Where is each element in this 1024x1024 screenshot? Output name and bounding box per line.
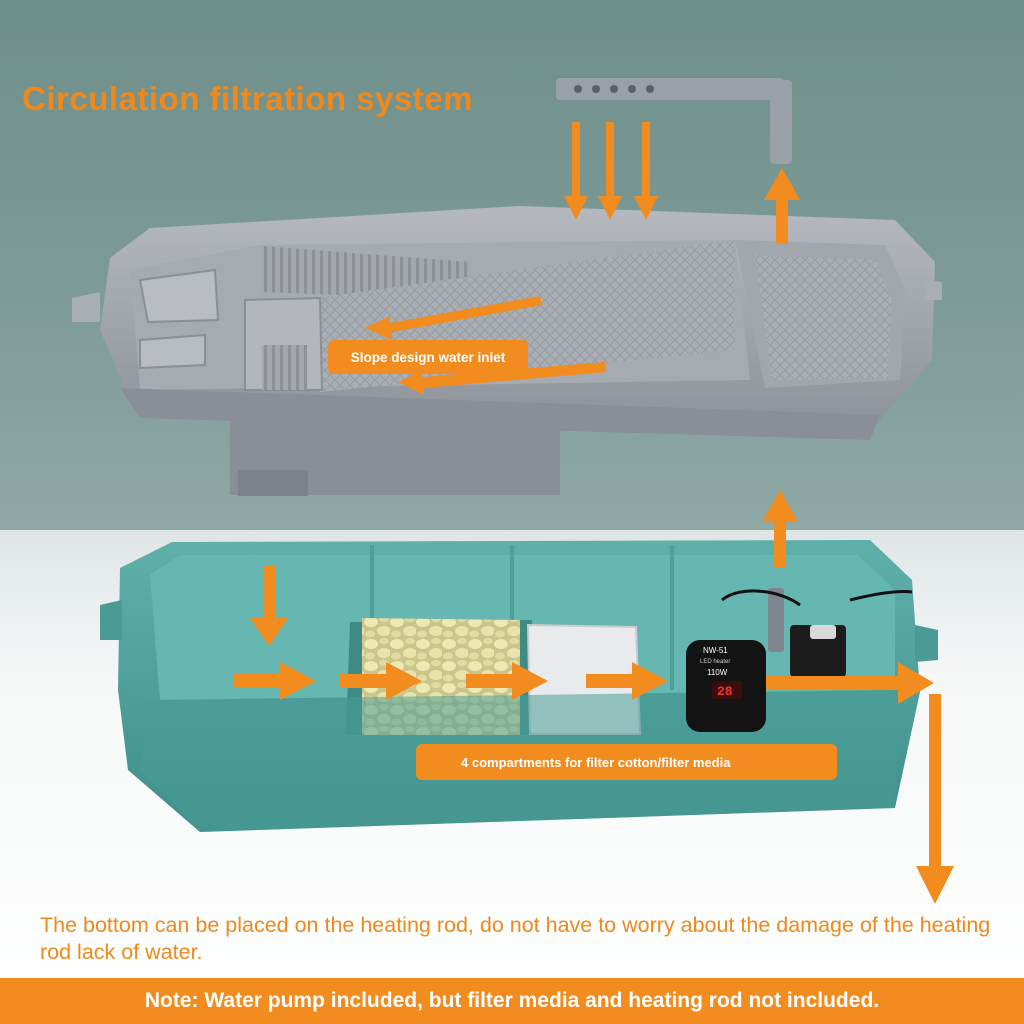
heater-display: 28 <box>717 684 733 699</box>
heater-wattage: 110W <box>707 668 728 677</box>
down-arrow-icon <box>916 694 954 904</box>
heating-rod-caption: The bottom can be placed on the heating … <box>40 913 991 964</box>
note-banner: Note: Water pump included, but filter me… <box>0 978 1024 1024</box>
upper-tray <box>72 206 942 496</box>
page-title: Circulation filtration system <box>22 80 473 117</box>
left-arrow-icon <box>398 362 606 395</box>
left-arrow-icon <box>365 296 542 340</box>
right-arrow-icon <box>586 662 668 700</box>
up-arrow-icon <box>762 490 798 568</box>
heater-device: NW-51 LED heater 110W 28 <box>686 589 801 732</box>
heater-sub: LED heater <box>700 659 730 665</box>
right-arrow-icon <box>466 662 548 700</box>
heater-model: NW-51 <box>703 646 728 655</box>
slope-inlet-label: Slope design water inlet <box>328 340 528 374</box>
up-arrow-icon <box>764 168 800 244</box>
right-arrow-icon <box>766 662 934 704</box>
outlet-pipe <box>556 78 792 164</box>
down-arrow-icon <box>250 566 288 646</box>
compartments-label: 4 compartments for filter cotton/filter … <box>416 744 837 780</box>
down-arrow-icon <box>564 122 588 220</box>
right-arrow-icon <box>234 662 316 700</box>
water-pump <box>768 588 913 677</box>
right-arrow-icon <box>340 662 422 700</box>
down-arrow-icon <box>634 122 658 220</box>
down-arrow-icon <box>598 122 622 220</box>
